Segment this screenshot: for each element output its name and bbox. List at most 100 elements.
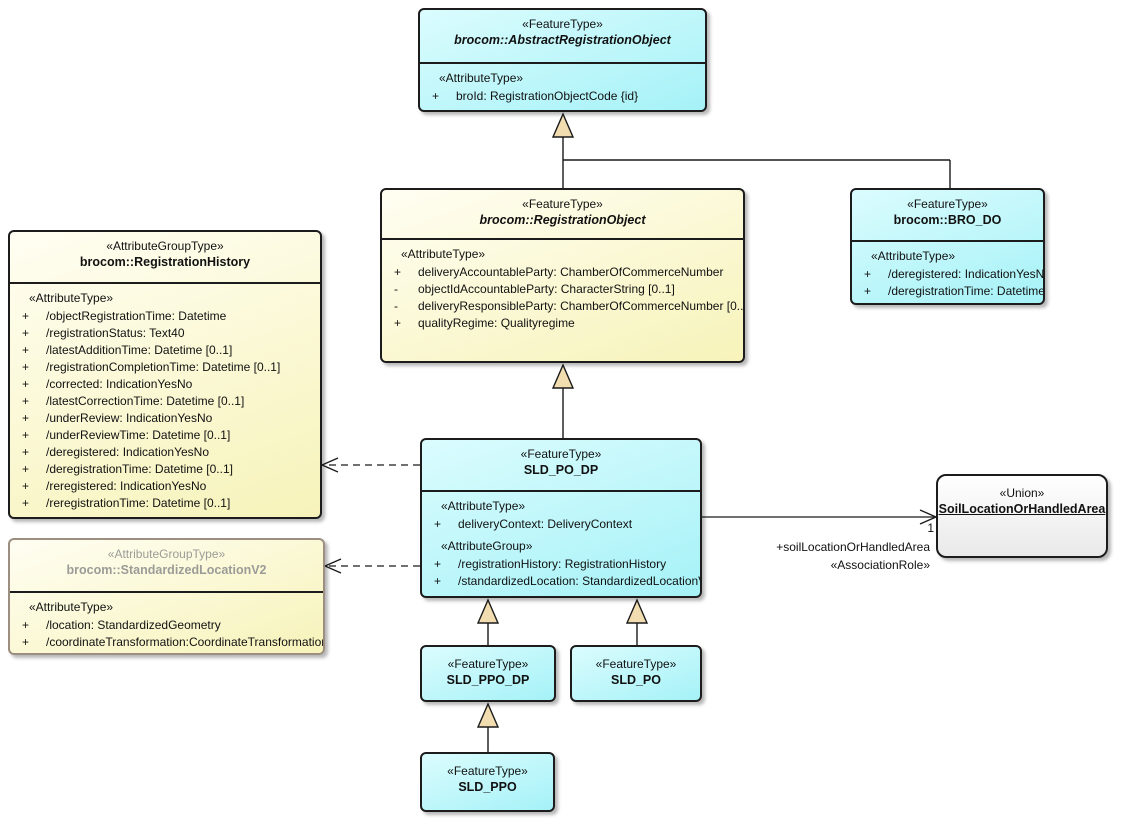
class-registration-history[interactable]: «AttributeGroupType» brocom::Registratio…	[8, 230, 322, 519]
stereotype-label: «Union»	[999, 486, 1045, 500]
attribute-compartment: «AttributeType» + /deregistered: Indicat…	[852, 242, 1043, 300]
visibility: +	[22, 377, 30, 391]
class-header: «FeatureType» SLD_PPO	[422, 754, 553, 794]
class-registration-object[interactable]: «FeatureType» brocom::RegistrationObject…	[380, 188, 745, 363]
class-header: «FeatureType» brocom::BRO_DO	[852, 190, 1043, 242]
attribute-row: + /standardizedLocation: StandardizedLoc…	[432, 573, 700, 590]
visibility: +	[22, 445, 30, 459]
association-multiplicity: 1	[927, 521, 934, 535]
attribute-text: qualityRegime: Qualityregime	[418, 316, 575, 330]
attribute-row: + /latestAdditionTime: Datetime [0..1]	[20, 342, 317, 359]
attribute-row: + deliveryContext: DeliveryContext	[432, 516, 697, 533]
stereotype-label: «FeatureType»	[447, 764, 528, 778]
visibility: +	[22, 479, 30, 493]
attribute-text: /deregistered: IndicationYesNo	[888, 267, 1045, 281]
visibility: +	[434, 574, 442, 588]
visibility: +	[22, 462, 30, 476]
class-sld-ppo[interactable]: «FeatureType» SLD_PPO	[420, 752, 555, 812]
class-header: «AttributeGroupType» brocom::Registratio…	[10, 232, 320, 284]
association-role-label: +soilLocationOrHandledArea	[776, 540, 930, 554]
attribute-text: deliveryContext: DeliveryContext	[458, 517, 633, 531]
attribute-row: + /deregistrationTime: Datetime [0..1]	[20, 461, 317, 478]
visibility: +	[22, 394, 30, 408]
visibility: +	[22, 309, 30, 323]
attribute-compartment: «AttributeType» + broId: RegistrationObj…	[420, 64, 705, 105]
attribute-text: /coordinateTransformation:CoordinateTran…	[46, 635, 325, 649]
visibility: +	[22, 635, 30, 649]
visibility: +	[864, 267, 872, 281]
class-name: SLD_PO	[610, 673, 661, 687]
attribute-row: + /objectRegistrationTime: Datetime	[20, 308, 317, 325]
class-name: SLD_PPO_DP	[446, 673, 530, 687]
class-sld-po-dp[interactable]: «FeatureType» SLD_PO_DP «AttributeType» …	[420, 438, 702, 598]
visibility: +	[22, 343, 30, 357]
visibility: +	[432, 89, 440, 103]
class-header: «FeatureType» brocom::AbstractRegistrati…	[420, 10, 705, 64]
attribute-compartment: «AttributeType» + deliveryAccountablePar…	[382, 240, 743, 332]
association-soil-location-or-handled-area	[702, 509, 937, 525]
visibility: +	[22, 360, 30, 374]
attribute-row: + /reregistered: IndicationYesNo	[20, 478, 317, 495]
attribute-text: /deregistrationTime: Datetime [0..1]	[46, 462, 233, 476]
attribute-row: + /deregistered: IndicationYesNo	[862, 266, 1043, 283]
generalization-sld-po-dp-to-registration-object	[551, 363, 575, 438]
class-name: SoilLocationOrHandledArea	[938, 502, 1106, 516]
visibility: -	[394, 282, 398, 296]
class-name: SLD_PO_DP	[523, 463, 599, 477]
association-stereotype-label: «AssociationRole»	[831, 558, 931, 572]
attribute-type-header: «AttributeType»	[29, 291, 114, 305]
attribute-text: /standardizedLocation: StandardizedLocat…	[458, 574, 702, 588]
visibility: +	[22, 411, 30, 425]
visibility: +	[434, 557, 442, 571]
attribute-row: - deliveryResponsibleParty: ChamberOfCom…	[392, 298, 743, 315]
attribute-text: deliveryResponsibleParty: ChamberOfComme…	[418, 299, 745, 313]
class-name: brocom::RegistrationHistory	[79, 255, 251, 269]
attribute-text: /deregistrationTime: Datetime	[888, 284, 1045, 298]
attribute-text: /latestCorrectionTime: Datetime [0..1]	[46, 394, 245, 408]
generalization-to-abstract-registration-object	[551, 112, 951, 188]
attribute-row: + /deregistrationTime: Datetime	[862, 283, 1043, 300]
attribute-text: /corrected: IndicationYesNo	[46, 377, 193, 391]
class-abstract-registration-object[interactable]: «FeatureType» brocom::AbstractRegistrati…	[418, 8, 707, 112]
attribute-text: /location: StandardizedGeometry	[46, 618, 221, 632]
class-sld-po[interactable]: «FeatureType» SLD_PO	[570, 645, 702, 702]
attribute-text: /reregistrationTime: Datetime [0..1]	[46, 496, 231, 510]
attribute-text: /registrationCompletionTime: Datetime [0…	[46, 360, 281, 374]
attribute-row: +/reregistrationTime: Datetime [0..1]	[20, 495, 317, 512]
attribute-text: /underReviewTime: Datetime [0..1]	[46, 428, 231, 442]
generalization-sld-ppo-dp-to-sld-po-dp	[476, 598, 500, 645]
visibility: +	[22, 326, 30, 340]
attribute-text: /registrationHistory: RegistrationHistor…	[458, 557, 667, 571]
visibility: +	[864, 284, 872, 298]
attribute-row: + /registrationStatus: Text40	[20, 325, 317, 342]
attribute-row: - objectIdAccountableParty: CharacterStr…	[392, 281, 740, 298]
class-bro-do[interactable]: «FeatureType» brocom::BRO_DO «AttributeT…	[850, 188, 1045, 305]
attribute-row: + /coordinateTransformation:CoordinateTr…	[20, 634, 323, 651]
dependency-sld-po-dp-to-registration-history	[321, 457, 420, 473]
generalization-sld-po-to-sld-po-dp	[625, 598, 649, 645]
visibility: +	[22, 618, 30, 632]
attribute-type-header: «AttributeType»	[439, 71, 524, 85]
class-soil-location-or-handled-area[interactable]: «Union» SoilLocationOrHandledArea	[936, 474, 1108, 558]
attribute-text: /underReview: IndicationYesNo	[46, 411, 213, 425]
stereotype-label: «FeatureType»	[522, 17, 603, 31]
attribute-row: + qualityRegime: Qualityregime	[392, 315, 740, 332]
attribute-text: /objectRegistrationTime: Datetime	[46, 309, 227, 323]
attribute-row: + /registrationHistory: RegistrationHist…	[432, 556, 697, 573]
attribute-text: /reregistered: IndicationYesNo	[46, 479, 207, 493]
attribute-row: + /registrationCompletionTime: Datetime […	[20, 359, 317, 376]
attribute-row: + deliveryAccountableParty: ChamberOfCom…	[392, 264, 740, 281]
attribute-text: /deregistered: IndicationYesNo	[46, 445, 209, 459]
attribute-row: + /underReview: IndicationYesNo	[20, 410, 317, 427]
attribute-row: + broId: RegistrationObjectCode {id}	[430, 88, 702, 105]
visibility: -	[394, 299, 398, 313]
stereotype-label: «AttributeGroupType»	[107, 547, 226, 561]
attribute-type-header: «AttributeType»	[401, 247, 486, 261]
class-sld-ppo-dp[interactable]: «FeatureType» SLD_PPO_DP	[420, 645, 556, 702]
visibility: +	[434, 517, 442, 531]
attribute-text: /latestAdditionTime: Datetime [0..1]	[46, 343, 233, 357]
class-header: «FeatureType» SLD_PO_DP	[422, 440, 700, 492]
stereotype-label: «FeatureType»	[520, 447, 602, 461]
class-standardized-location-v2[interactable]: «AttributeGroupType» brocom::Standardize…	[8, 538, 325, 655]
attribute-text: /registrationStatus: Text40	[46, 326, 185, 340]
